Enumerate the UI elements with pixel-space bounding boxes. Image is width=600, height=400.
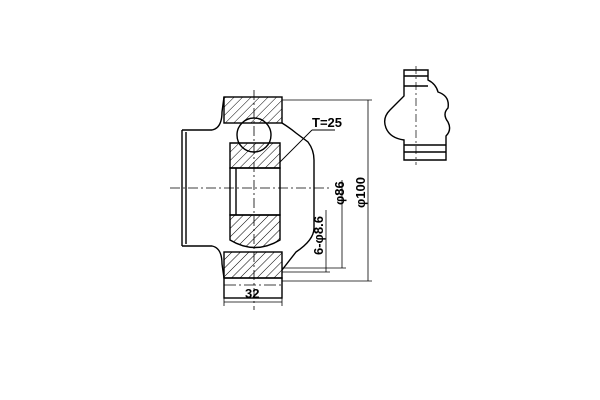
inner-race-top [229,142,281,169]
spline-bore [229,167,281,216]
boot-drawing [383,66,451,165]
pcd-label: φ86 [332,181,347,205]
outer-diameter-label: φ100 [353,177,368,208]
width-label: 32 [245,286,259,301]
inner-race-bottom [229,214,281,249]
flange-top [223,96,283,124]
housing-outline [181,96,225,279]
flange-bottom-lower [223,277,283,299]
thickness-label: T=25 [312,115,342,130]
holes-label: 6-φ8.6 [311,216,326,255]
flange-bottom [223,251,283,279]
